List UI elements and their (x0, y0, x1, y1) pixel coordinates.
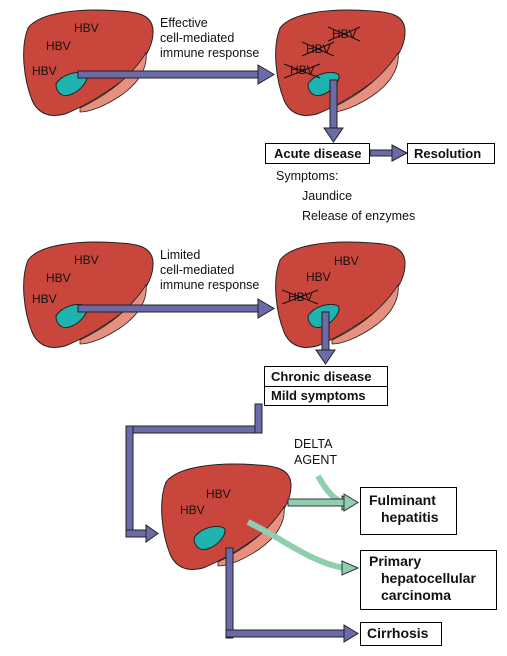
acute-disease-box: Acute disease (265, 143, 370, 164)
chronic-disease-box: Chronic disease Mild symptoms (264, 366, 388, 406)
effective-response-label: Effective cell-mediated immune response (160, 16, 260, 60)
hbv-label: HBV (32, 64, 57, 78)
chronic-disease-label: Chronic disease (271, 369, 372, 384)
cleared-hbv-label: HBV (327, 26, 361, 42)
hbv-label: HBV (180, 503, 205, 517)
hbv-label: HBV (306, 270, 331, 284)
carcinoma-box: Primary hepatocellular carcinoma (360, 550, 497, 610)
arrow-to-fulminant (287, 493, 359, 512)
arrow-to-chronic (315, 311, 336, 365)
resolution-box: Resolution (407, 143, 495, 164)
arrow-limited-response (77, 298, 275, 319)
fulminant-hepatitis-box: Fulminant hepatitis (360, 487, 457, 535)
hbv-label: HBV (74, 21, 99, 35)
symptom-item: Release of enzymes (302, 209, 416, 223)
hbv-label: HBV (46, 39, 71, 53)
cleared-hbv-label: HBV (281, 289, 319, 305)
hbv-label: HBV (206, 487, 231, 501)
arrow-to-acute (323, 79, 344, 143)
cirrhosis-box: Cirrhosis (360, 622, 442, 646)
arrow-to-cirrhosis (225, 547, 359, 643)
hbv-label: HBV (74, 253, 99, 267)
symptoms-title: Symptoms: (276, 169, 339, 183)
arrow-chronic-to-delta-liver (125, 403, 263, 543)
arrow-to-resolution (369, 144, 409, 162)
hbv-label: HBV (32, 292, 57, 306)
arrow-to-carcinoma (246, 519, 360, 576)
cleared-hbv-label: HBV (301, 41, 335, 57)
symptom-item: Jaundice (302, 189, 353, 203)
limited-response-label: Limited cell-mediated immune response (160, 248, 260, 292)
hbv-label: HBV (46, 271, 71, 285)
hbv-label: HBV (334, 254, 359, 268)
cleared-hbv-label: HBV (283, 63, 321, 79)
arrow-effective-response (77, 64, 275, 85)
mild-symptoms-label: Mild symptoms (265, 386, 387, 405)
delta-agent-label: DELTA AGENT (294, 437, 338, 467)
